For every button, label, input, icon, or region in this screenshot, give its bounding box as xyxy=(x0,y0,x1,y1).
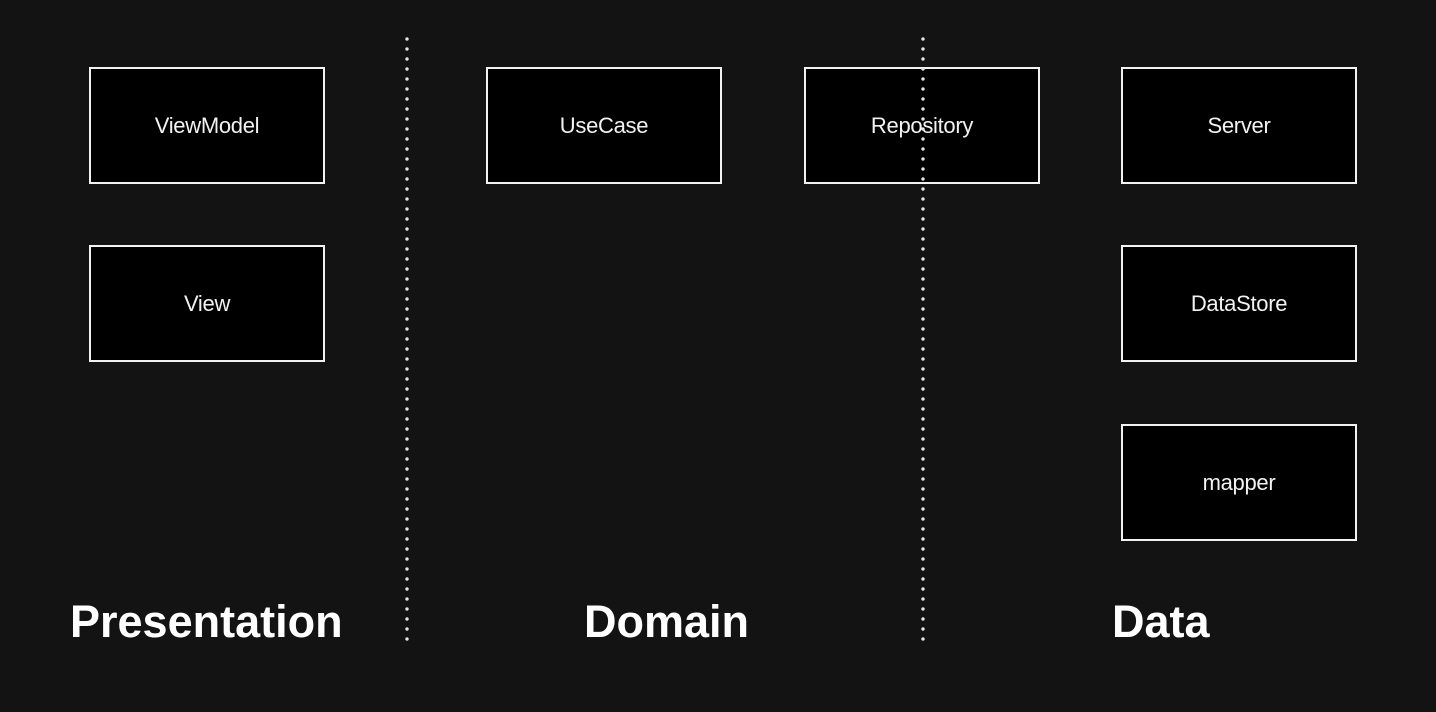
server-label: Server xyxy=(1207,112,1271,138)
mapper-label: mapper xyxy=(1202,469,1276,495)
datastore-box: DataStore xyxy=(1121,245,1357,362)
mapper-box: mapper xyxy=(1121,424,1357,541)
domain-data-divider xyxy=(921,34,925,644)
usecase-label: UseCase xyxy=(559,112,649,138)
viewmodel-label: ViewModel xyxy=(154,112,260,138)
view-label: View xyxy=(183,290,231,316)
usecase-box: UseCase xyxy=(486,67,722,184)
viewmodel-box: ViewModel xyxy=(89,67,325,184)
presentation-domain-divider xyxy=(405,34,409,644)
server-box: Server xyxy=(1121,67,1357,184)
datastore-label: DataStore xyxy=(1190,290,1288,316)
presentation-layer-title: Presentation xyxy=(70,596,343,647)
data-layer-title: Data xyxy=(1112,596,1210,647)
domain-layer-title: Domain xyxy=(584,596,750,647)
view-box: View xyxy=(89,245,325,362)
